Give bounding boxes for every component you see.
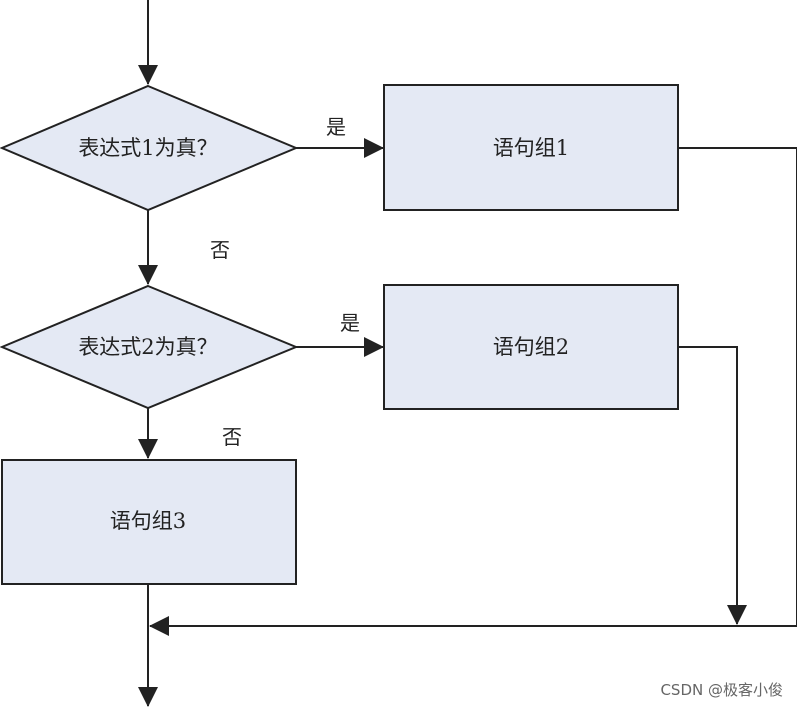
no-label-1: 否 <box>210 238 230 262</box>
process-block-3: 语句组3 <box>1 459 297 585</box>
decision-2: 表达式2为真？ <box>0 284 299 410</box>
decision-1: 表达式1为真？ <box>0 84 299 212</box>
process-block-1: 语句组1 <box>383 84 679 211</box>
block-1-return-path <box>678 147 797 626</box>
block-2-return-path <box>678 346 747 625</box>
decision-2-label: 表达式2为真？ <box>78 335 217 359</box>
process-block-3-label: 语句组3 <box>110 509 186 533</box>
watermark: CSDN @极客小俊 <box>660 681 783 699</box>
process-block-2-label: 语句组2 <box>493 335 569 359</box>
yes-label-2: 是 <box>340 311 360 335</box>
decision-1-label: 表达式1为真？ <box>78 136 217 160</box>
no-label-2: 否 <box>222 425 242 449</box>
process-block-2: 语句组2 <box>383 284 679 410</box>
yes-label-1: 是 <box>326 115 346 139</box>
process-block-1-label: 语句组1 <box>493 136 569 160</box>
